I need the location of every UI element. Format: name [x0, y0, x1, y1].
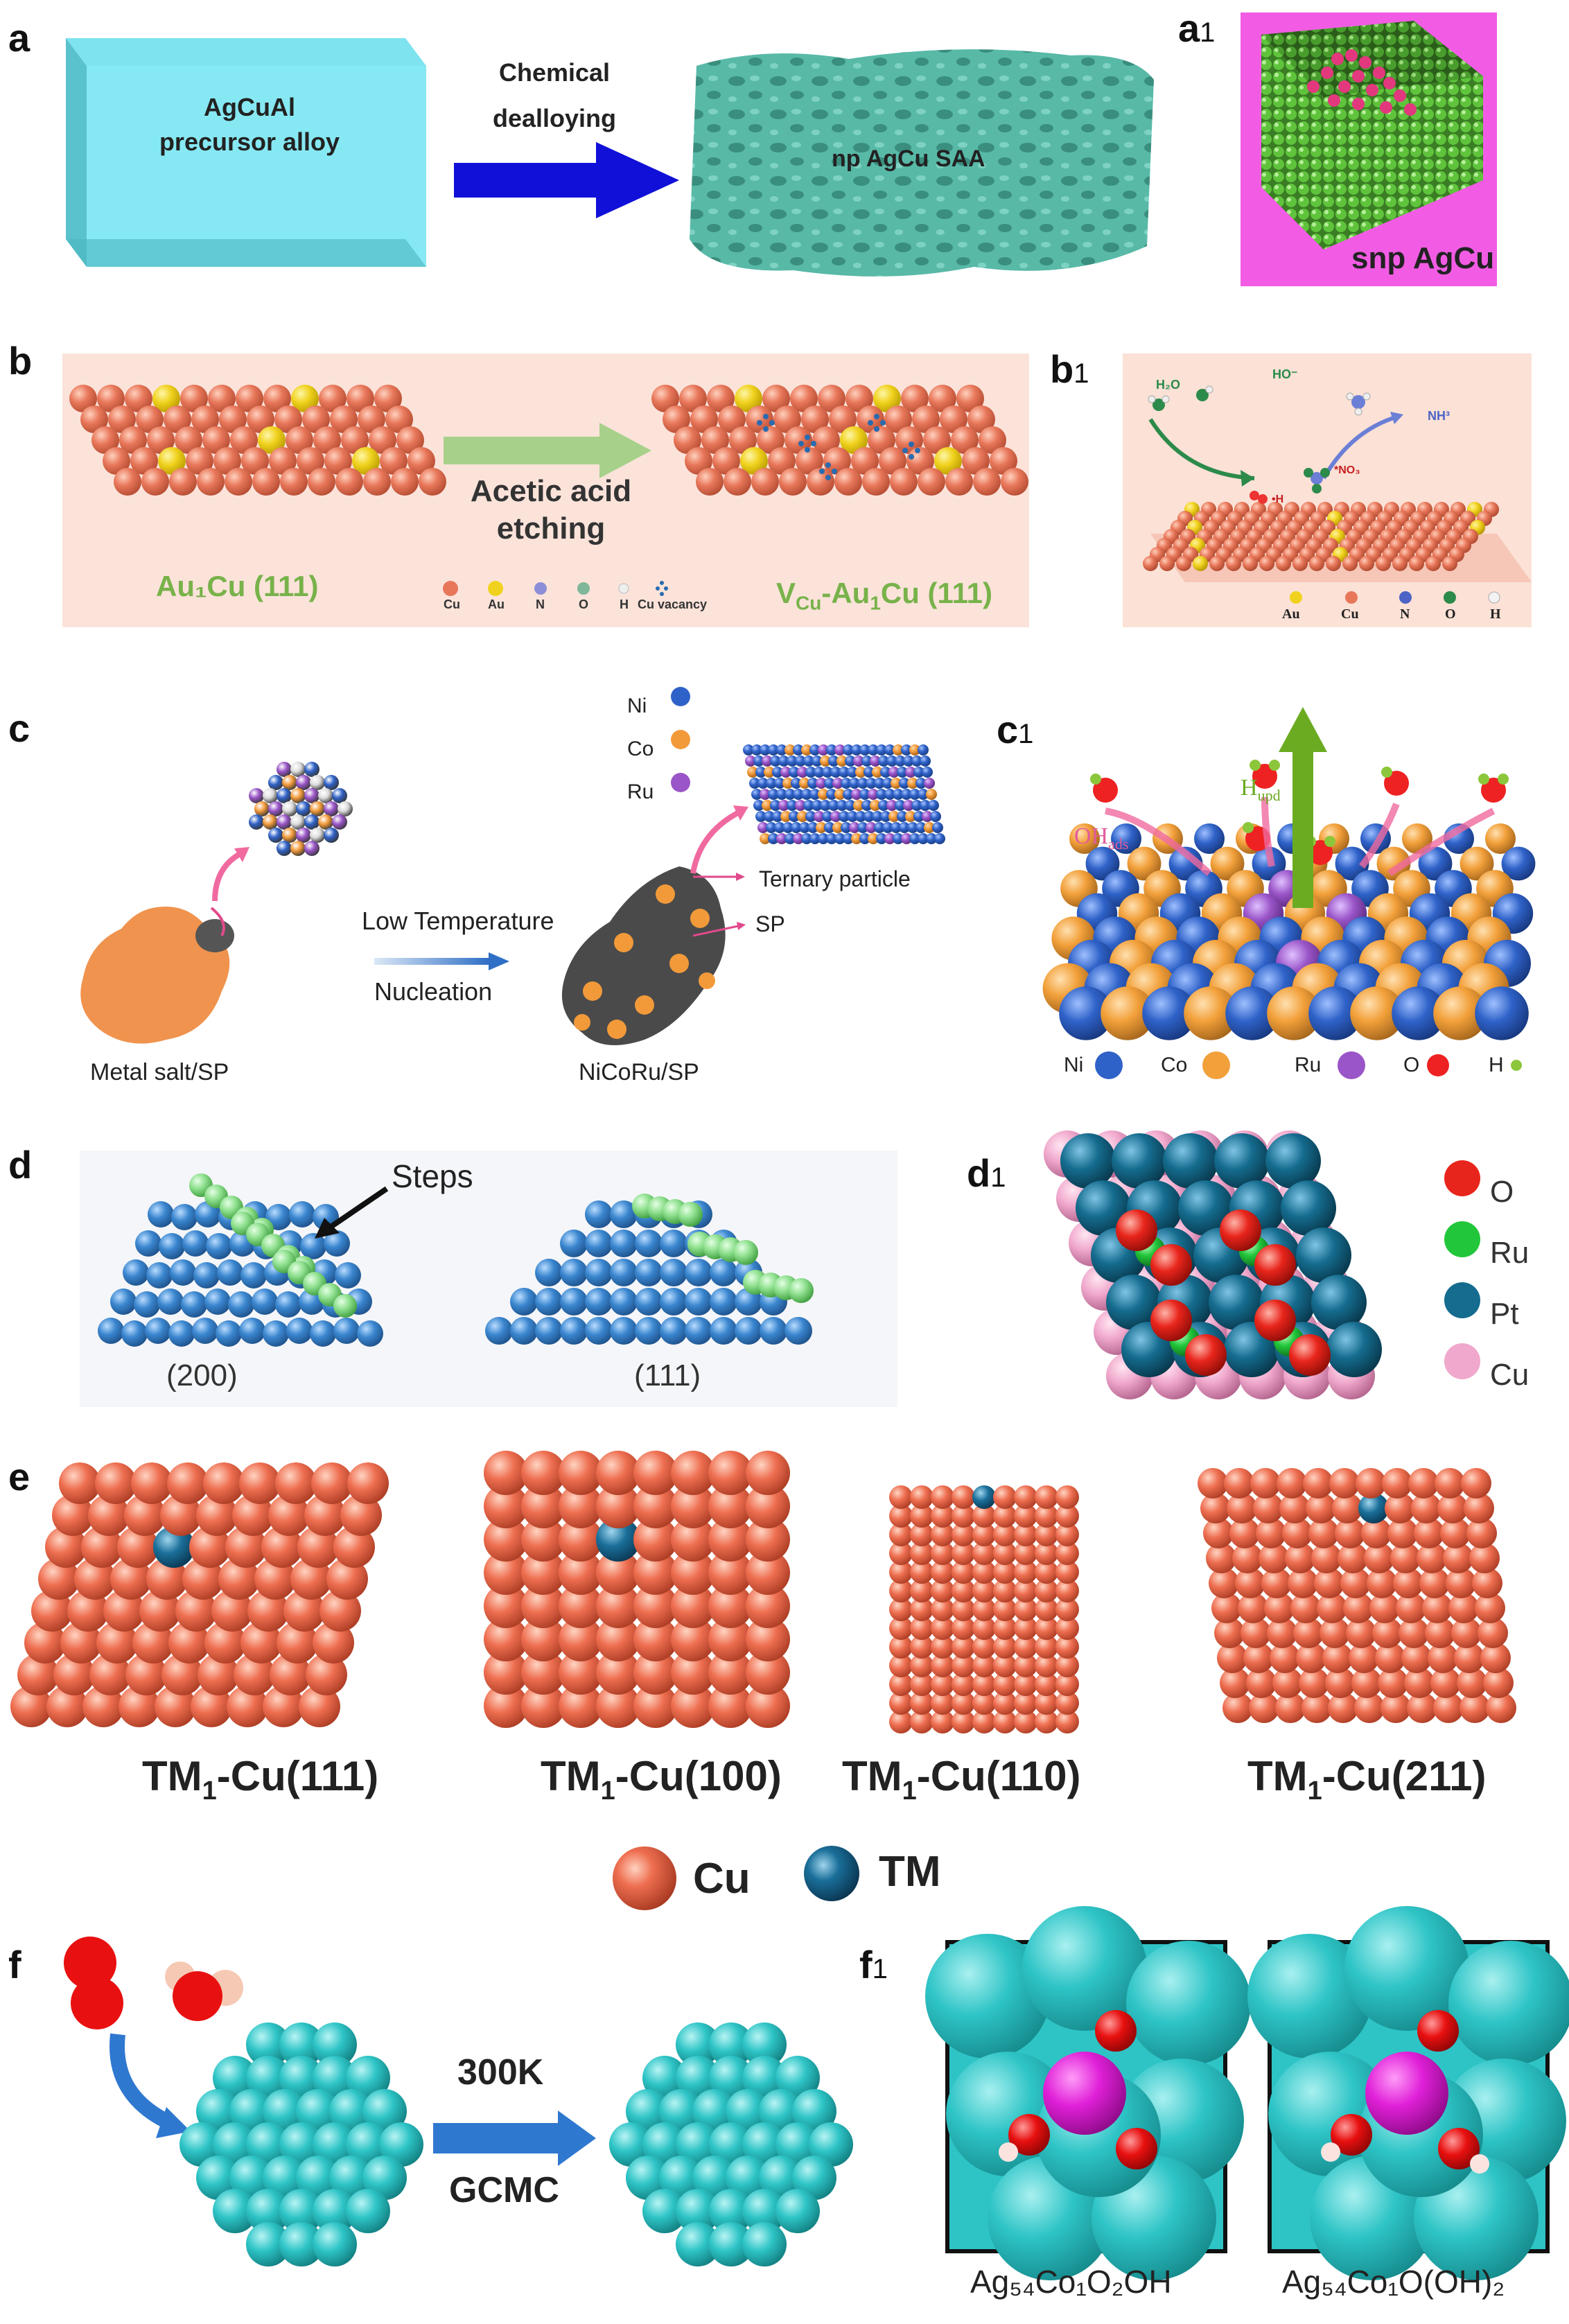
h-adsorbed-label: •H [1272, 493, 1284, 505]
dealloying-arrow [454, 142, 679, 218]
tm1-cu111-label: TM1-Cu(111) [142, 1753, 379, 1806]
nanoporous-agcu-saa [690, 49, 1154, 277]
panel-label-b1: b1 [1050, 347, 1089, 391]
d1-legend [1444, 1160, 1480, 1379]
ternary-particle-block [743, 744, 945, 844]
facet-200-label: (200) [166, 1358, 238, 1392]
panel-label-d1: d1 [967, 1151, 1006, 1195]
tm1-cu100-label: TM1-Cu(100) [541, 1753, 782, 1806]
tm1-cu111-model [10, 1462, 389, 1727]
acetic-acid-label: Acetic acid etching [470, 474, 632, 545]
gcmc-arrow [433, 2111, 596, 2166]
panel-label-c1: c1 [997, 708, 1034, 751]
h-upd-arrow [1279, 707, 1327, 908]
c-legend-spheres [671, 687, 690, 792]
ag-cluster-final [609, 2022, 853, 2266]
no3-label: *NO₃ [1334, 464, 1360, 476]
nucleation-label: Nucleation [374, 977, 493, 1006]
panel-b1-background [1123, 353, 1532, 627]
c1-legend [1095, 1051, 1522, 1079]
legend-cu-label: Cu [693, 1855, 751, 1903]
oh-ads-label: OHads [1074, 823, 1129, 853]
facet-200-model [98, 1173, 383, 1347]
oxygen-hydrogen-adsorbates [64, 1937, 243, 2029]
snp-agcu-label: snp AgCu [1351, 241, 1495, 275]
panel-label-f1: f1 [859, 1943, 888, 1986]
au1cu-111-slab [69, 385, 446, 496]
au1cu-label: Au₁Cu (111) [156, 570, 319, 602]
temperature-300k-label: 300K [457, 2052, 544, 2093]
ternary-cluster-left [249, 762, 353, 856]
vcu-au1cu-111-slab [651, 385, 1028, 496]
acetic-acid-arrow [444, 423, 651, 478]
steps-arrow [315, 1186, 389, 1239]
panel-b1-legend-labels: Au Cu N O H [1282, 606, 1501, 622]
ho-label: HO⁻ [1272, 367, 1298, 381]
e-legend [613, 1846, 859, 1910]
dealloying-label: Chemical dealloying [492, 58, 617, 132]
facet-111-model [485, 1194, 814, 1345]
nh3-label: NH³ [1428, 409, 1450, 423]
panel-label-f: f [8, 1943, 21, 1986]
panel-b-legend [443, 581, 668, 596]
np-agcu-saa-label: np AgCu SAA [832, 146, 985, 172]
ag54co1oh2-model [1247, 1906, 1569, 2280]
sp-label: SP [755, 911, 785, 936]
facet-111-label: (111) [634, 1358, 701, 1392]
precursor-alloy-label: AgCuAl precursor alloy [159, 93, 340, 156]
panel-b1-legend [1290, 591, 1500, 604]
c1-surface [1042, 760, 1536, 1040]
tm1-cu100-model [484, 1451, 790, 1728]
panel-label-d: d [8, 1143, 33, 1187]
ag54co1oh2-label: Ag₅₄Co₁O(OH)₂ [1282, 2264, 1505, 2300]
tm1-cu211-model [1198, 1468, 1516, 1723]
ternary-particle-label: Ternary particle [759, 866, 911, 891]
tm1-cu211-label: TM1-Cu(211) [1247, 1753, 1487, 1806]
legend-tm-label: TM [879, 1848, 941, 1896]
panel-b-legend-labels: Cu Au N O H Cu vacancy [444, 597, 708, 611]
c1-legend-labels: Ni Co Ru O H [1064, 1054, 1504, 1076]
nicoru-sp-label: NiCoRu/SP [579, 1059, 699, 1085]
metal-salt-sp-carbon [80, 907, 234, 1044]
pt-ru-cu-model [1044, 1130, 1382, 1399]
h-upd-label: Hupd [1241, 775, 1281, 804]
ag54co1o2oh-label: Ag₅₄Co₁O₂OH [970, 2264, 1172, 2300]
vcu-au1cu-label: VCu-Au1Cu (111) [776, 577, 992, 614]
panel-label-e: e [8, 1455, 30, 1499]
low-temperature-label: Low Temperature [362, 907, 554, 935]
ag-cluster-initial [179, 2022, 423, 2266]
panel-label-b: b [8, 339, 33, 383]
snp-agcu-particle [1261, 21, 1483, 250]
panel-label-a1: a1 [1178, 6, 1216, 50]
ag54co1o2oh-model [925, 1906, 1251, 2280]
gcmc-label: GCMC [449, 2170, 559, 2210]
h2o-label: H₂O [1156, 378, 1180, 392]
nitrate-reduction-scheme [1143, 385, 1532, 582]
ternary-particle-pointers [690, 805, 748, 937]
pink-arrow-left [212, 847, 249, 902]
tm1-cu110-model [889, 1485, 1079, 1733]
steps-label: Steps [392, 1158, 473, 1194]
precursor-alloy-block [66, 38, 426, 267]
panel-label-a: a [8, 16, 30, 60]
nicoru-sp-carbon [561, 866, 726, 1045]
adsorption-arrow [109, 2033, 191, 2138]
metal-salt-sp-label: Metal salt/SP [90, 1059, 229, 1085]
panel-label-c: c [8, 706, 30, 750]
tm1-cu110-label: TM1-Cu(110) [842, 1753, 1081, 1806]
nucleation-arrow [374, 952, 509, 970]
